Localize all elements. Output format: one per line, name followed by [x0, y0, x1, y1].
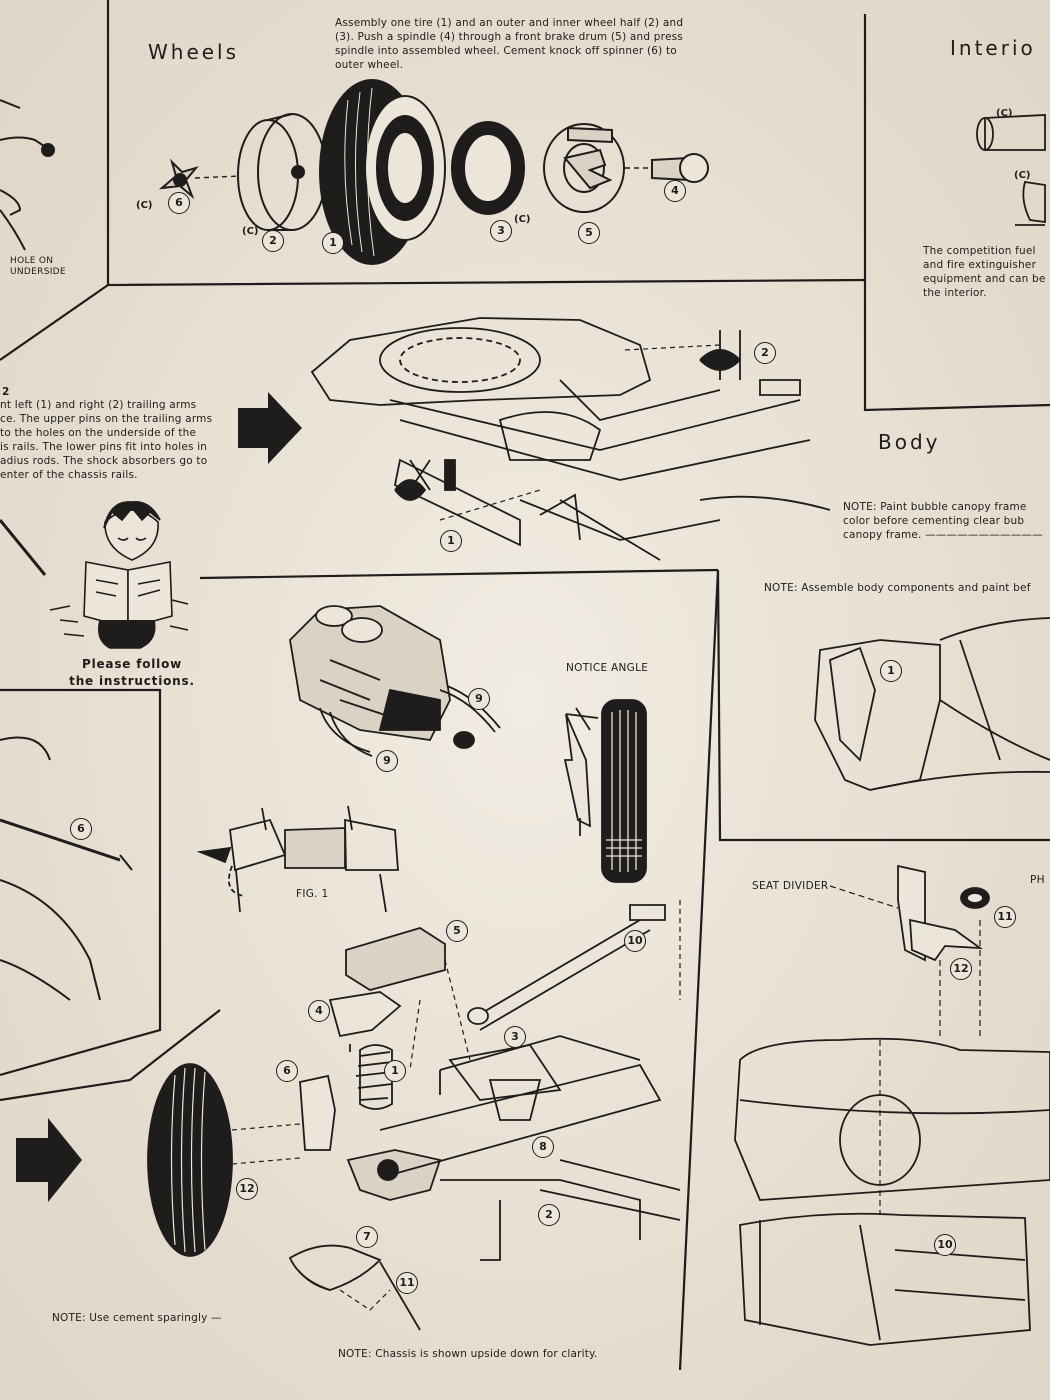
body-part-callout-10: 10 [934, 1234, 956, 1256]
hole-on-underside-label: HOLE ON UNDERSIDE [10, 256, 66, 277]
susp-part-callout-6: 6 [276, 1060, 298, 1082]
susp-part-callout-10: 10 [624, 930, 646, 952]
cement-sparingly-note: NOTE: Use cement sparingly — [52, 1312, 222, 1324]
part-callout-trailing-1: 1 [440, 530, 462, 552]
engine-illustration [289, 605, 501, 757]
chrome-tag-2: (C) [242, 226, 259, 237]
fig-1-label: FIG. 1 [296, 888, 329, 900]
wheels-heading: Wheels [148, 40, 240, 64]
assemble-body-note: NOTE: Assemble body components and paint… [764, 582, 1031, 594]
fig-1-illustration [196, 805, 399, 913]
notice-angle-label: NOTICE ANGLE [566, 662, 649, 674]
chrome-tag-3: (C) [514, 214, 531, 225]
susp-part-callout-11: 11 [396, 1272, 418, 1294]
susp-part-callout-4: 4 [308, 1000, 330, 1022]
please-follow-caption: Please follow the instructions. [69, 657, 195, 688]
interior-chrome-tag-2: (C) [1014, 170, 1031, 181]
seat-divider-label: SEAT DIVIDER [752, 880, 829, 892]
chrome-tag-6: (C) [136, 200, 153, 211]
part-callout-trailing-2: 2 [754, 342, 776, 364]
trailing-arms-instructions: nt left (1) and right (2) trailing arms … [0, 399, 213, 481]
interior-heading: Interio [950, 36, 1036, 60]
susp-part-callout-2: 2 [538, 1204, 560, 1226]
body-heading: Body [878, 430, 941, 454]
canopy-note: NOTE: Paint bubble canopy frame color be… [843, 501, 1043, 541]
mascot-boy-reading-illustration [49, 501, 189, 649]
left-edge-partial-drawings [0, 99, 133, 1001]
part-callout-5: 5 [578, 222, 600, 244]
engine-part-callout-9b: 9 [376, 750, 398, 772]
engine-part-callout-9a: 9 [468, 688, 490, 710]
left-part-callout-6: 6 [70, 818, 92, 840]
panel-borders [0, 0, 1050, 1371]
susp-part-callout-5: 5 [446, 920, 468, 942]
wheels-instructions: Assembly one tire (1) and an outer and i… [335, 17, 684, 71]
susp-part-callout-8: 8 [532, 1136, 554, 1158]
susp-part-callout-12: 12 [236, 1178, 258, 1200]
susp-part-callout-3: 3 [504, 1026, 526, 1048]
body-part-callout-11: 11 [994, 906, 1016, 928]
susp-part-callout-1: 1 [384, 1060, 406, 1082]
interior-parts-illustration [976, 114, 1046, 226]
chassis-trailing-arms-illustration [310, 317, 831, 561]
interior-text: The competition fuel and fire extinguish… [923, 245, 1046, 299]
body-part-callout-1: 1 [880, 660, 902, 682]
seat-divider-illustration [829, 864, 990, 962]
direction-arrow-icon-lower [16, 1118, 82, 1202]
part-callout-3: 3 [490, 220, 512, 242]
part-callout-6: 6 [168, 192, 190, 214]
body-shell-illustration [814, 617, 1050, 791]
front-suspension-illustration [147, 900, 681, 1331]
body-part-callout-12: 12 [950, 958, 972, 980]
wheel-assembly-illustration [158, 79, 709, 265]
chassis-upside-down-note: NOTE: Chassis is shown upside down for c… [338, 1348, 598, 1360]
part-callout-1: 1 [322, 232, 344, 254]
direction-arrow-icon [238, 392, 302, 464]
susp-part-callout-7: 7 [356, 1226, 378, 1248]
notice-angle-tire-illustration [563, 699, 647, 883]
step-marker: 2 [2, 386, 10, 398]
interior-chrome-tag-1: (C) [996, 108, 1013, 119]
part-callout-2: 2 [262, 230, 284, 252]
part-callout-4: 4 [664, 180, 686, 202]
body-lower-illustration [734, 920, 1050, 1346]
ph-label: PH [1030, 874, 1045, 886]
